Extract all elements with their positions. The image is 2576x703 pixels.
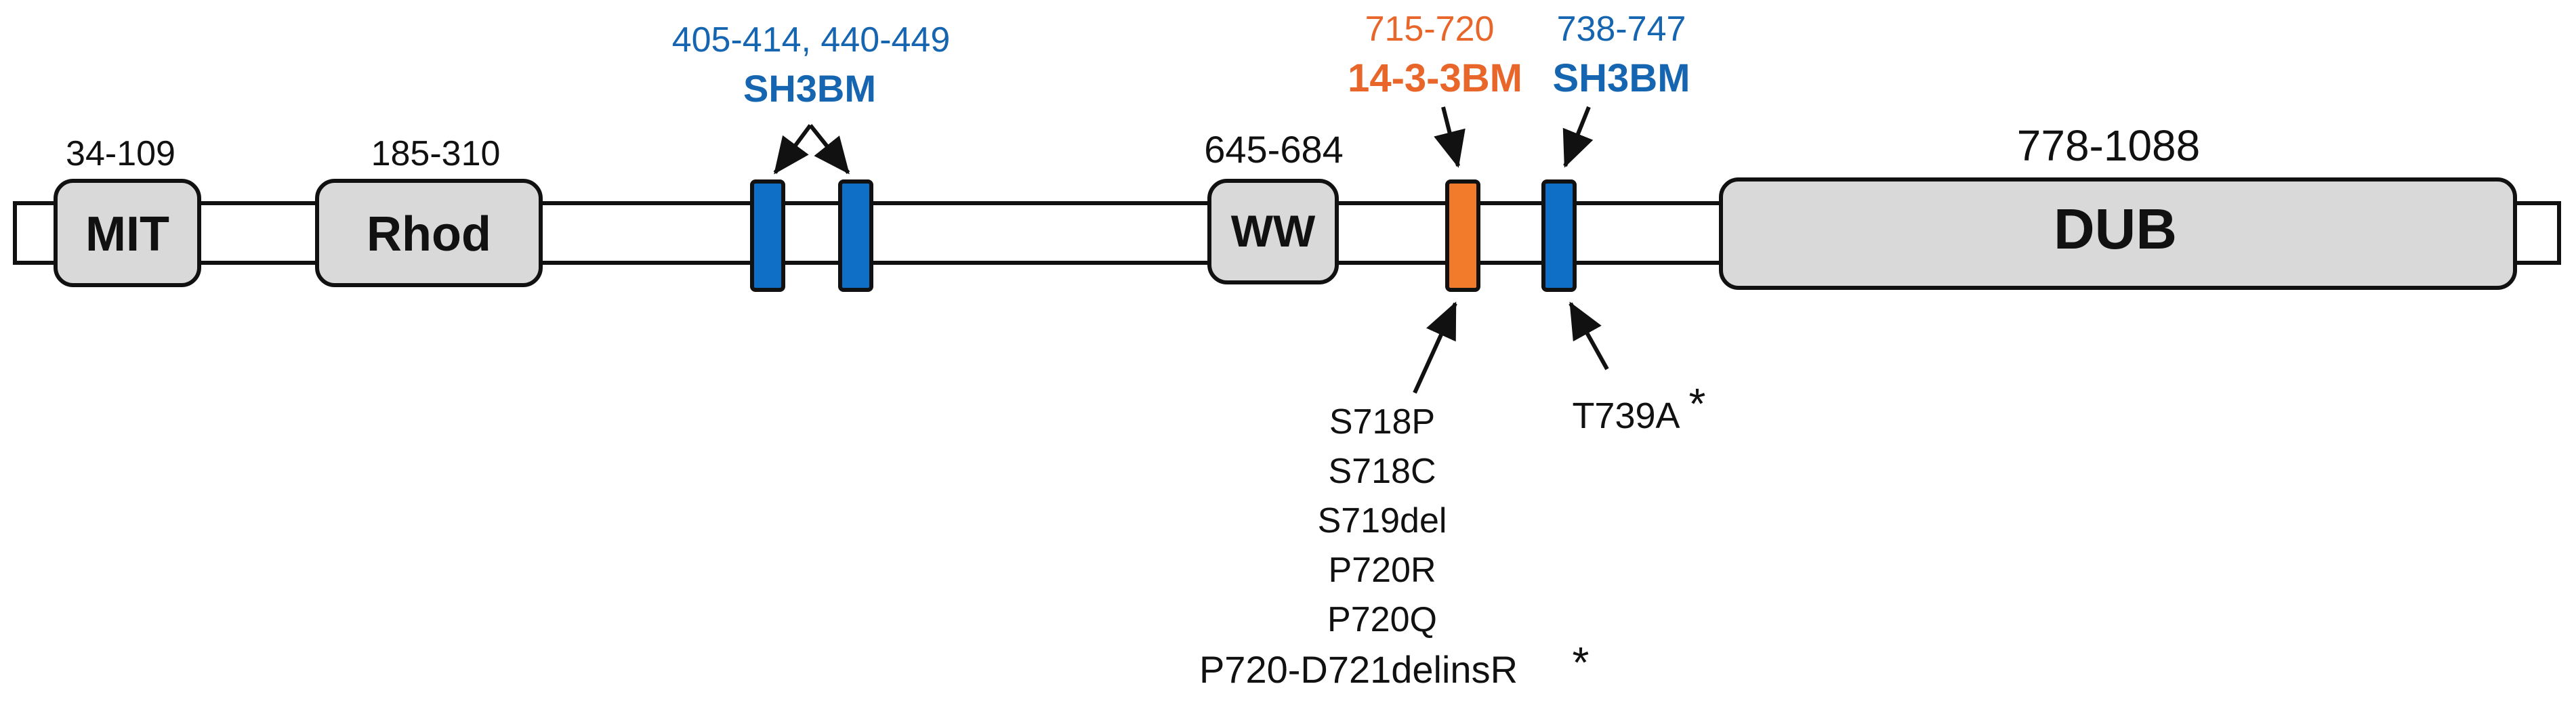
mutation-label: P720R	[1329, 551, 1436, 590]
sh3bm-pair-name: SH3BM	[743, 67, 876, 110]
mutation-label: P720-D721delinsR	[1199, 648, 1518, 691]
mutation-list-14-3-3bm: S718P S718C S719del P720R P720Q P720-D72…	[1199, 402, 1589, 691]
motif-14-3-3bm-arrow-up	[1413, 301, 1457, 394]
mutation-label: S719del	[1318, 501, 1447, 540]
mutation-label: S718C	[1329, 452, 1436, 491]
mutation-list-sh3bm: T739A *	[1572, 379, 1705, 436]
domain-rhod-range: 185-310	[371, 134, 501, 173]
domain-dub-box	[1719, 177, 2517, 290]
sh3bm-single-name: SH3BM	[1552, 56, 1690, 100]
domain-rhod: Rhod 185-310	[315, 134, 543, 287]
domain-mit-box	[54, 179, 201, 287]
domain-rhod-label: Rhod	[367, 207, 491, 261]
domain-ww-box	[1207, 179, 1339, 284]
sh3bm-block-1	[750, 179, 785, 292]
domain-dub: DUB 778-1088	[1719, 121, 2517, 290]
mutation-asterisk: *	[1573, 638, 1590, 687]
domain-dub-range: 778-1088	[2017, 121, 2200, 170]
mutation-label: T739A	[1572, 396, 1680, 436]
domain-dub-label: DUB	[2054, 197, 2177, 261]
mutation-label: P720Q	[1327, 600, 1437, 639]
domain-ww-label: WW	[1231, 206, 1316, 256]
motif-14-3-3bm: 715-720 14-3-3BM	[1348, 9, 1522, 394]
sh3bm-single-arrow-up	[1569, 301, 1609, 370]
motif-14-3-3bm-block	[1445, 179, 1480, 292]
sh3bm-pair-arrow-1	[773, 124, 812, 175]
motif-14-3-3bm-arrow-down	[1434, 106, 1466, 168]
motif-sh3bm-pair: 405-414, 440-449 SH3BM	[672, 20, 951, 292]
sh3bm-single-block	[1541, 179, 1577, 292]
domain-rhod-box	[315, 179, 543, 287]
sh3bm-single-range: 738-747	[1557, 9, 1686, 49]
sh3bm-pair-arrow-2	[808, 124, 850, 175]
sh3bm-pair-range: 405-414, 440-449	[672, 20, 951, 60]
domain-ww-range: 645-684	[1204, 128, 1344, 171]
motif-sh3bm-single: 738-747 SH3BM	[1541, 9, 1690, 370]
domain-mit-range: 34-109	[66, 134, 175, 173]
mutation-label: S718P	[1329, 402, 1435, 442]
domain-mit: MIT 34-109	[54, 134, 201, 287]
motif-14-3-3bm-range: 715-720	[1365, 9, 1495, 49]
sh3bm-single-arrow-down	[1562, 106, 1594, 168]
sh3bm-block-2	[838, 179, 873, 292]
mutation-asterisk: *	[1689, 379, 1706, 428]
domain-ww: WW 645-684	[1204, 128, 1344, 284]
motif-14-3-3bm-name: 14-3-3BM	[1348, 56, 1522, 100]
domain-mit-label: MIT	[85, 207, 169, 261]
